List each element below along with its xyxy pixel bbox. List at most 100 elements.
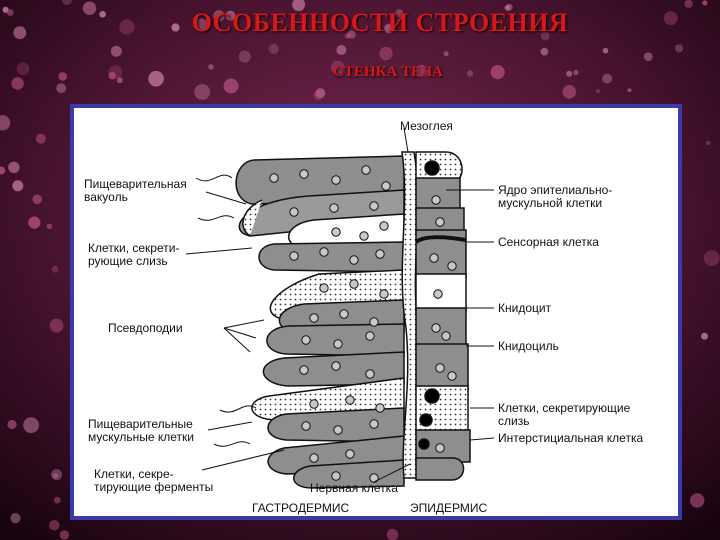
nucleus xyxy=(361,165,371,175)
coral-polyp xyxy=(23,417,39,434)
coral-polyp xyxy=(58,72,67,81)
nucleus xyxy=(339,309,349,319)
label-gastrodermis: ГАСТРОДЕРМИС xyxy=(252,501,350,515)
slide-subtitle: СТЕНКА ТЕЛА xyxy=(333,64,443,80)
label-interstitial-cell: Интерстициальная клетка xyxy=(498,431,644,445)
coral-polyp xyxy=(171,23,180,32)
coral-polyp xyxy=(49,520,60,531)
coral-polyp xyxy=(11,77,24,90)
coral-polyp xyxy=(0,166,6,175)
nucleus xyxy=(369,473,379,483)
coral-polyp xyxy=(701,332,708,340)
nucleus xyxy=(331,227,341,237)
nucleus xyxy=(345,395,355,405)
coral-polyp xyxy=(663,11,678,26)
nucleus xyxy=(429,253,439,263)
nucleus xyxy=(301,421,311,431)
coral-polyp xyxy=(7,419,17,430)
nucleus xyxy=(331,361,341,371)
nucleus xyxy=(447,261,457,271)
coral-polyp xyxy=(223,78,239,94)
flagella xyxy=(195,174,257,447)
nucleus xyxy=(345,449,355,459)
nucleus xyxy=(381,181,391,191)
label-epidermis: ЭПИДЕРМИС xyxy=(410,501,488,515)
coral-polyp xyxy=(386,528,399,540)
nucleus xyxy=(435,443,445,453)
nucleus xyxy=(289,207,299,217)
nucleus xyxy=(359,231,369,241)
label-epithelial-nucleus-line2: мускульной клетки xyxy=(498,196,603,210)
coral-polyp xyxy=(194,84,211,100)
nucleus xyxy=(319,247,329,257)
coral-polyp xyxy=(53,473,59,479)
coral-polyp xyxy=(108,71,117,80)
coral-polyp xyxy=(32,194,42,205)
coral-polyp xyxy=(208,64,214,70)
coral-polyp xyxy=(573,69,579,76)
coral-polyp xyxy=(0,115,11,131)
label-enzyme-cells-line2: тирующие ферменты xyxy=(94,480,214,494)
coral-polyp xyxy=(35,133,46,144)
label-digestive-muscle-cells: Пищеварительные мускульные клетки xyxy=(88,418,194,444)
nucleus xyxy=(431,195,441,205)
leader-lines xyxy=(185,127,495,483)
coral-polyp xyxy=(28,216,41,229)
label-mucus-cells-right-line2: слизь xyxy=(498,414,530,428)
coral-polyp xyxy=(415,64,428,78)
coral-polyp xyxy=(566,70,573,77)
label-pseudopodia: Псевдоподии xyxy=(108,321,183,335)
nucleus xyxy=(349,279,359,289)
coral-polyp xyxy=(238,50,251,63)
coral-polyp xyxy=(99,11,106,18)
coral-polyp xyxy=(51,265,59,273)
coral-polyp xyxy=(684,0,693,8)
nucleus xyxy=(331,471,341,481)
label-enzyme-cells-line1: Клетки, секре- xyxy=(94,467,174,481)
coral-polyp xyxy=(16,62,30,76)
coral-polyp xyxy=(595,88,601,94)
diagram-frame: Мезоглея Пищеварительная вакуоль Клетки,… xyxy=(70,104,682,520)
label-mucus-cells-right: Клетки, секретирующие слизь xyxy=(498,402,630,428)
nucleus xyxy=(369,317,379,327)
nucleus xyxy=(375,403,385,413)
coral-polyp xyxy=(505,3,513,11)
epidermis-cells xyxy=(414,151,471,481)
coral-polyp xyxy=(12,180,24,192)
nucleus xyxy=(433,289,443,299)
coral-polyp xyxy=(345,33,351,39)
coral-polyp xyxy=(379,46,393,61)
coral-polyp xyxy=(466,70,474,77)
nucleus xyxy=(369,419,379,429)
coral-polyp xyxy=(602,73,613,84)
label-sensory-cell: Сенсорная клетка xyxy=(498,235,599,249)
nucleus xyxy=(333,339,343,349)
coral-polyp xyxy=(674,44,684,53)
nucleus xyxy=(365,331,375,341)
coral-polyp xyxy=(490,65,505,80)
label-cnidocil: Книдоциль xyxy=(498,339,559,353)
label-epithelial-muscle-nucleus: Ядро эпителиально- мускульной клетки xyxy=(498,184,612,210)
coral-polyp xyxy=(6,9,14,16)
nucleus xyxy=(269,173,279,183)
nucleus xyxy=(379,221,389,231)
coral-polyp xyxy=(148,70,164,87)
coral-polyp xyxy=(627,88,632,93)
label-digestive-vacuole: Пищеварительная вакуоль xyxy=(84,178,187,204)
coral-polyp xyxy=(562,85,577,99)
slide-title: ОСОБЕННОСТИ СТРОЕНИЯ xyxy=(191,8,569,37)
coral-polyp xyxy=(213,10,225,22)
nucleus xyxy=(375,249,385,259)
label-epithelial-nucleus-line1: Ядро эпителиально- xyxy=(498,183,613,197)
coral-polyp xyxy=(225,10,236,21)
coral-polyp xyxy=(82,1,97,15)
coral-polyp xyxy=(53,496,61,504)
coral-polyp xyxy=(10,513,21,524)
label-digestive-vacuole-line1: Пищеварительная xyxy=(84,177,187,191)
nucleus xyxy=(447,371,457,381)
coral-polyp xyxy=(292,0,306,12)
label-digestive-vacuole-line2: вакуоль xyxy=(84,190,128,204)
label-digestive-muscle-line1: Пищеварительные xyxy=(88,417,193,431)
coral-polyp xyxy=(110,45,122,57)
nucleus xyxy=(431,323,441,333)
